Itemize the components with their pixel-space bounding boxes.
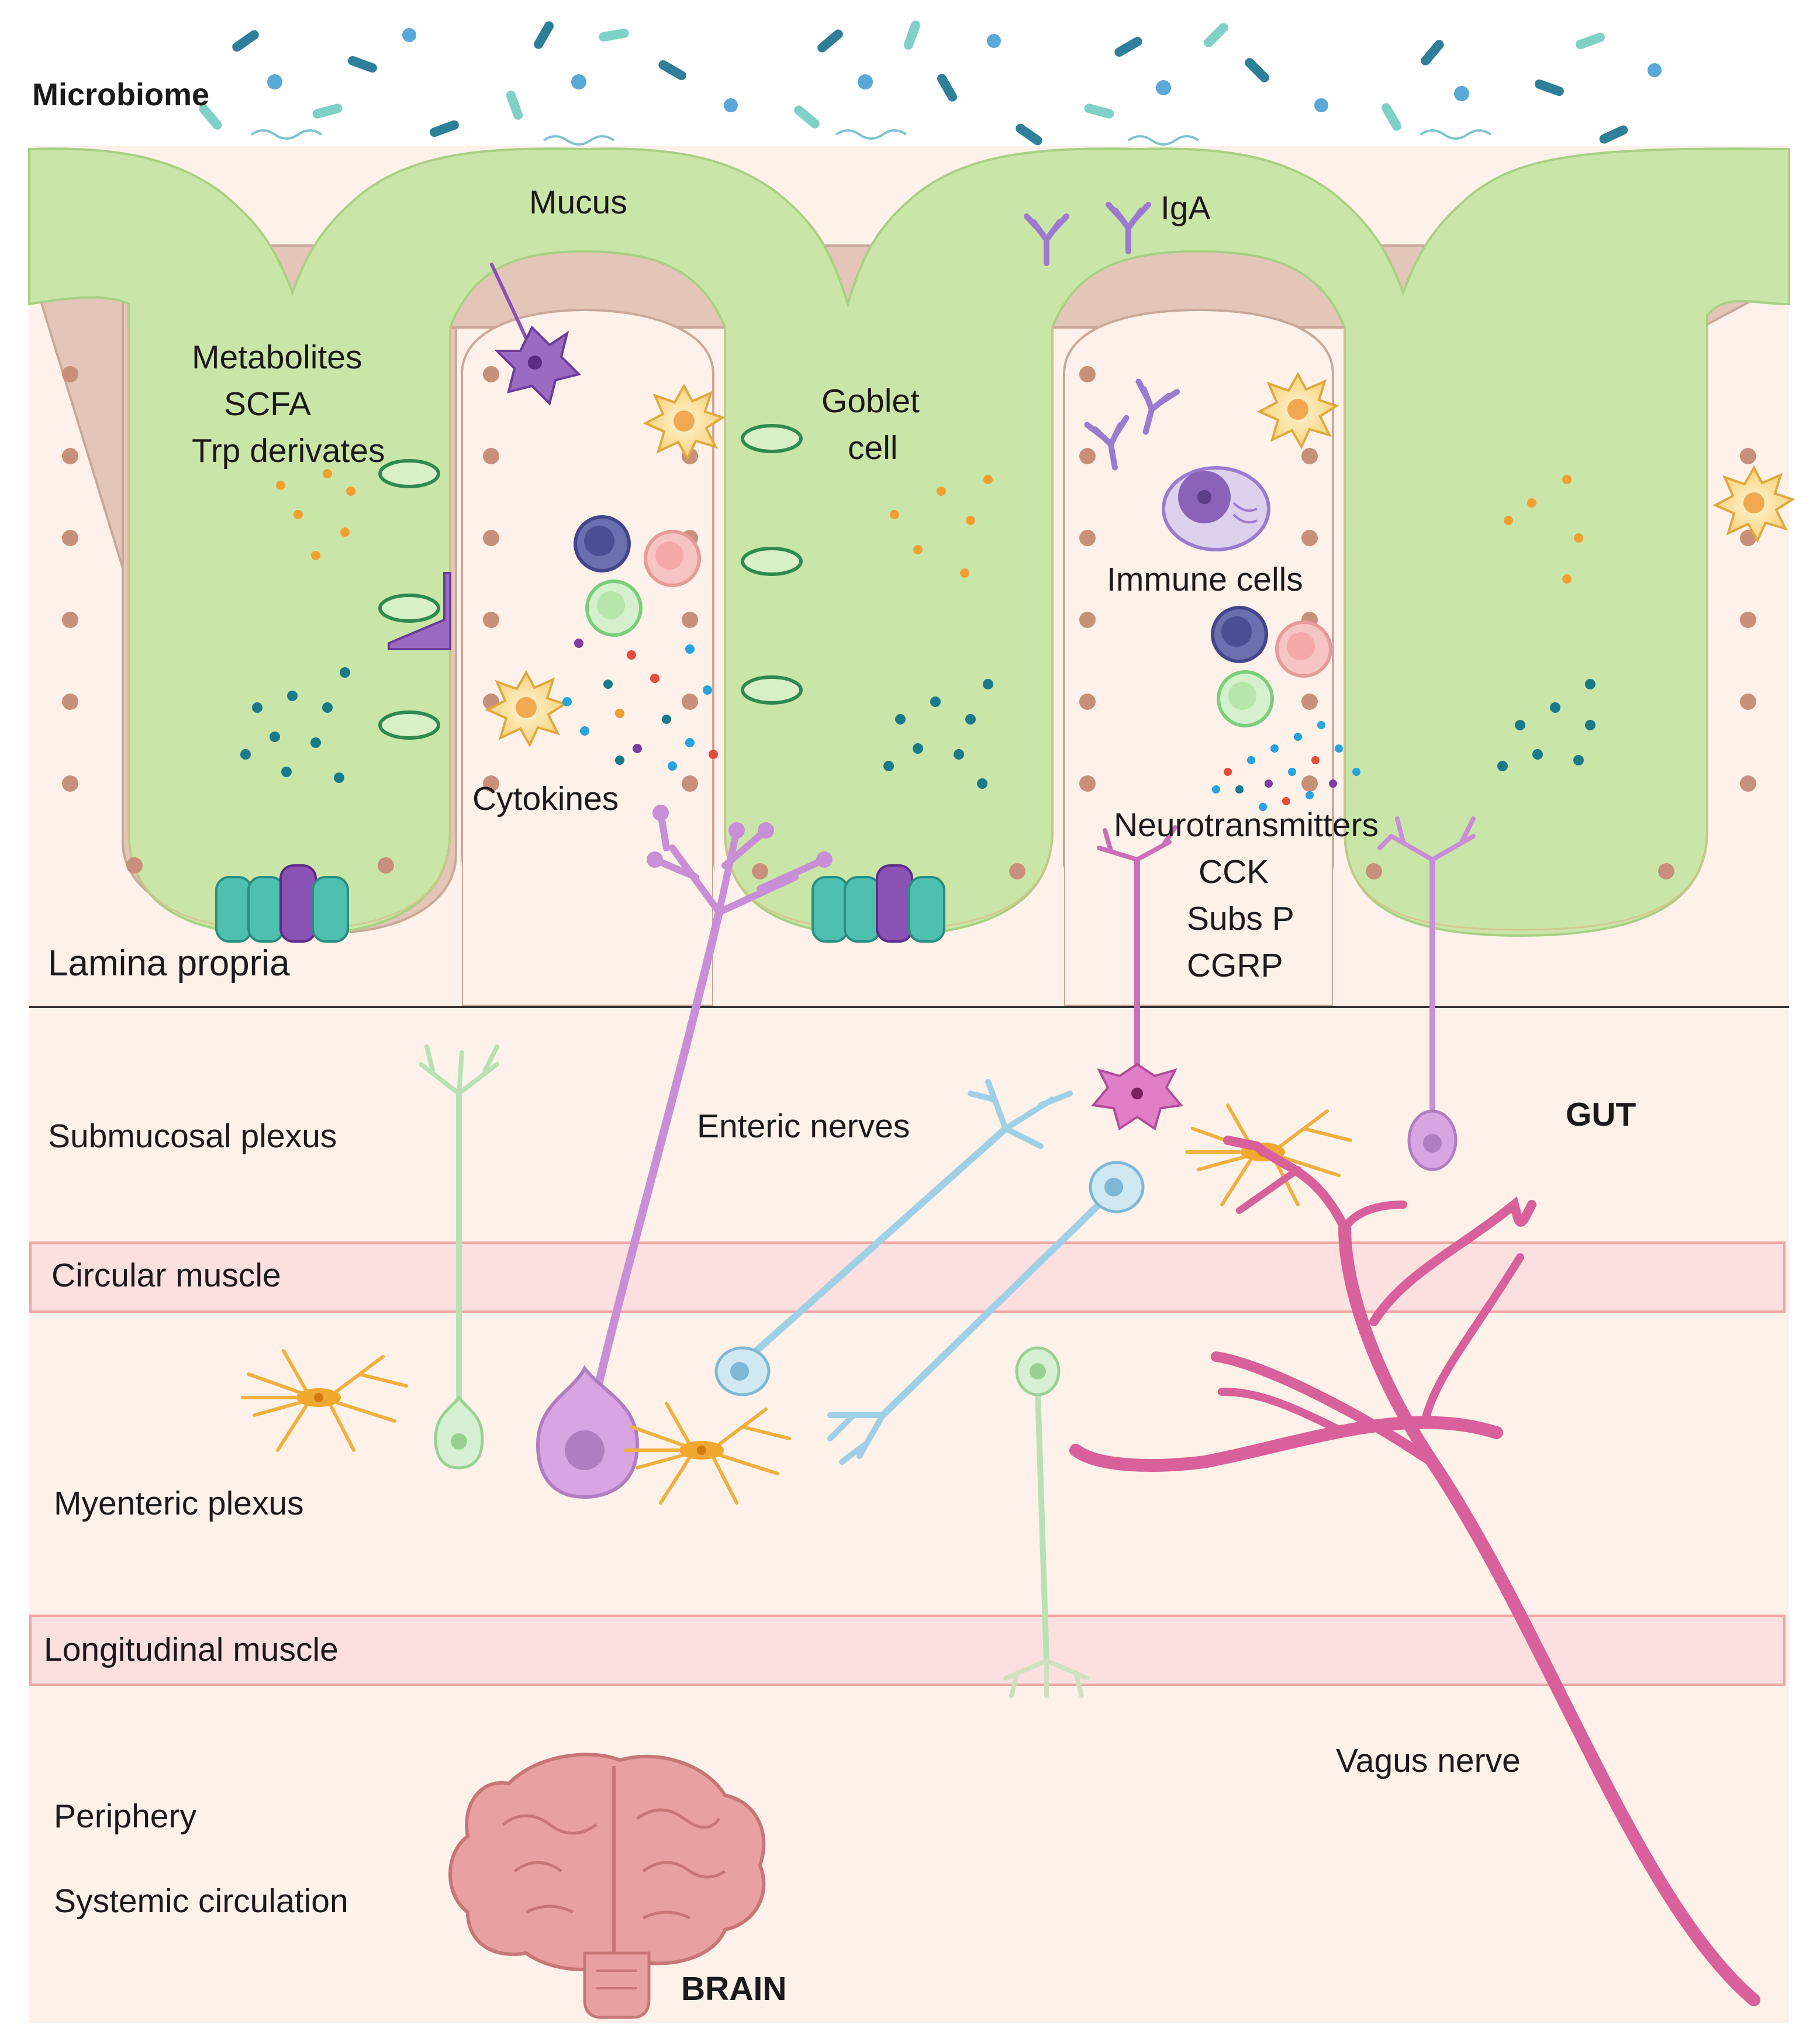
label-immune-cells: Immune cells [1107,561,1303,598]
metabolite-dots [240,469,1595,789]
label-enteric-nerves: Enteric nerves [697,1108,910,1145]
immune-cells-right [1211,606,1332,727]
cytokine-dots [562,639,718,771]
label-systemic-circulation: Systemic circulation [54,1882,348,1920]
longitudinal-muscle-band [29,1615,1786,1686]
label-subs-p: Subs P [1187,900,1294,937]
label-lamina-propria: Lamina propria [48,943,290,984]
label-microbiome: Microbiome [32,77,209,112]
epithelial-nuclei [62,366,1756,879]
label-longitudinal-muscle: Longitudinal muscle [44,1631,339,1668]
neuron-icon [419,805,1476,1698]
mucus-layer [28,147,1790,937]
label-goblet: Goblet [821,382,920,420]
labels: Microbiome Mucus IgA Metabolites SCFA Tr… [32,77,1636,2007]
label-cytokines: Cytokines [472,780,619,818]
label-myenteric-plexus: Myenteric plexus [54,1485,304,1522]
label-trp-derivates: Trp derivates [192,432,385,470]
microbiome-bacteria [197,19,1662,147]
label-cck: CCK [1199,853,1269,891]
neurotransmitter-dots [1212,721,1360,811]
label-goblet-cell: cell [848,429,898,467]
vagus-nerve [1069,1136,1760,2006]
label-brain: BRAIN [681,1970,787,2007]
crypt-spaces [29,308,1713,1007]
intraepithelial-dendritic-cell [489,262,581,406]
label-circular-muscle: Circular muscle [51,1257,281,1294]
label-vagus-nerve: Vagus nerve [1336,1742,1521,1779]
label-iga: IgA [1161,189,1211,227]
label-mucus: Mucus [529,184,627,221]
label-periphery: Periphery [54,1798,196,1835]
label-gut: GUT [1566,1096,1636,1133]
label-submucosal-plexus: Submucosal plexus [48,1117,337,1155]
immune-cells-left [574,515,701,637]
brain-icon [448,1753,766,2019]
label-metabolites: Metabolites [192,339,362,376]
label-cgrp: CGRP [1187,947,1283,984]
plasma-cell-icon [1162,466,1270,551]
label-neurotransmitters: Neurotransmitters [1114,806,1379,844]
label-scfa: SCFA [224,385,311,423]
crypt-stem-cells [215,864,945,943]
enteroendocrine-cell [388,572,451,650]
circular-muscle-band [29,1241,1786,1313]
goblet-cell-icon [378,424,803,740]
